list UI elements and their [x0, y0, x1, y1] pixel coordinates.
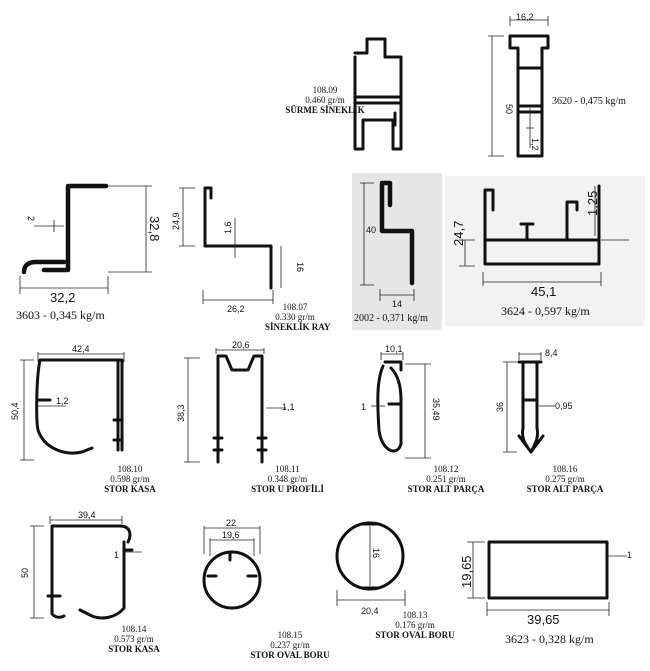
profile-108-15-drawing: 22 19,6 — [202, 518, 262, 610]
profile-108-07-wall-label: 1,6 — [223, 221, 233, 234]
profile-3620-height-label: 50 — [504, 104, 514, 114]
profile-2002-drawing: 40 14 — [360, 180, 415, 309]
profile-2002-label: 2002 - 0,371 kg/m — [354, 313, 428, 324]
profile-108-10: 42,4 50,4 1,2 108.10 0.598 gr/m STOR KAS… — [10, 340, 165, 500]
profile-108-09-drawing — [353, 37, 403, 151]
profile-108-16-drawing: 8,4 36 0,95 — [495, 348, 573, 454]
profile-108-14-wall-label: 1 — [114, 550, 119, 560]
profile-3623: 19,65 39,65 1 3623 - 0,328 kg/m — [455, 506, 645, 668]
profile-108-07-leg-label: 16 — [295, 262, 305, 272]
profile-108-15-code: 108.15 — [277, 630, 303, 640]
profile-108-11-height-label: 38,3 — [176, 404, 186, 422]
profile-108-07-name: SİNEKLİK RAY — [265, 322, 331, 332]
profile-3603-wall-label: 2 — [26, 216, 36, 221]
profile-108-16-wall-label: 0,95 — [555, 401, 573, 411]
profile-108-10-weight: 0.598 gr/m — [110, 474, 150, 484]
profile-108-12-width-label: 10,1 — [385, 344, 403, 354]
profile-108-15-name: STOR OVAL BORU — [250, 650, 330, 660]
profile-108-10-drawing: 42,4 50,4 1,2 — [10, 344, 125, 461]
profile-108-10-width-label: 42,4 — [72, 344, 90, 354]
profile-3620-drawing: 16,2 50 1,2 — [488, 12, 550, 158]
profile-2002-width-label: 14 — [392, 299, 402, 309]
profile-3624-height-label: 24,7 — [451, 221, 466, 246]
profile-108-12-weight: 0.251 gr/m — [426, 474, 466, 484]
profile-108-10-code: 108.10 — [117, 464, 143, 474]
profile-108-13-name: STOR OVAL BORU — [375, 630, 455, 640]
profile-108-07-code: 108.07 — [282, 302, 308, 312]
profile-108-13-weight: 0.176 gr/m — [395, 620, 435, 630]
profile-108-13-code: 108.13 — [402, 610, 428, 620]
profile-108-09: 108.09 0.460 gr/m SÜRME SİNEKLİK — [245, 25, 425, 160]
profile-108-16-width-label: 8,4 — [545, 348, 558, 358]
profile-3624-width-label: 45,1 — [531, 284, 556, 299]
profile-3624-wall-label: 1,25 — [585, 191, 600, 216]
profile-108-10-wall-label: 1,2 — [56, 396, 69, 406]
profile-3620-label: 3620 - 0,475 kg/m — [552, 96, 626, 107]
profile-3624-label: 3624 - 0,597 kg/m — [501, 304, 590, 318]
profile-108-14-height-label: 50 — [20, 568, 30, 578]
profile-108-12-name: STOR ALT PARÇA — [407, 484, 485, 494]
profile-108-12-wall-label: 1 — [361, 402, 366, 412]
profile-108-14-drawing: 39,4 50 1 — [20, 510, 142, 620]
profile-108-10-name: STOR KASA — [104, 484, 156, 494]
profile-108-15-weight: 0.237 gr/m — [270, 640, 310, 650]
profile-3620: 16,2 50 1,2 3620 - 0,475 kg/m — [480, 8, 645, 163]
profile-108-16: 8,4 36 0,95 108.16 0.275 gr/m STOR ALT P… — [495, 340, 645, 500]
profile-108-09-weight: 0.460 gr/m — [305, 95, 345, 105]
profile-3624: 24,7 45,1 1,25 3624 - 0,597 kg/m — [445, 176, 645, 326]
profile-108-16-name: STOR ALT PARÇA — [526, 484, 604, 494]
profile-3623-height-label: 19,65 — [459, 555, 474, 588]
profile-108-07-width-label: 26,2 — [227, 304, 245, 314]
profile-108-16-height-label: 36 — [495, 402, 505, 412]
profile-108-10-height-label: 50,4 — [10, 402, 20, 420]
profile-108-09-code: 108.09 — [312, 85, 338, 95]
profile-108-15-inner-label: 19,6 — [222, 530, 240, 540]
profile-108-12-drawing: 10,1 35,49 1 — [361, 344, 441, 459]
profile-108-14-name: STOR KASA — [108, 644, 160, 654]
profile-2002: 40 14 2002 - 0,371 kg/m — [352, 173, 442, 330]
profile-3620-width-label: 16,2 — [516, 12, 534, 22]
profile-108-13-inner-label: 16 — [371, 548, 381, 558]
profile-108-07-drawing: 24,9 1,6 26,2 16 — [171, 186, 305, 314]
profile-3623-width-label: 39,65 — [527, 612, 560, 627]
profile-108-15: 22 19,6 108.15 0.237 gr/m STOR OVAL BORU — [170, 506, 330, 668]
profile-108-07-height-label: 24,9 — [171, 212, 181, 230]
profile-3603-width-label: 32,2 — [50, 290, 75, 305]
profile-108-12-code: 108.12 — [433, 464, 459, 474]
profile-3603-drawing: 32,8 32,2 2 — [19, 183, 162, 305]
profile-108-07: 24,9 1,6 26,2 16 108.07 0.330 gr/m SİNEK… — [165, 178, 331, 333]
profile-108-12-height-label: 35,49 — [431, 398, 441, 421]
profile-108-16-weight: 0.275 gr/m — [545, 474, 585, 484]
profile-108-09-name: SÜRME SİNEKLİK — [285, 105, 365, 115]
profile-108-13-outer-label: 20,4 — [361, 606, 379, 616]
profile-108-14: 39,4 50 1 108.14 0.573 gr/m STOR KASA — [20, 506, 165, 668]
profile-3603: 32,8 32,2 2 3603 - 0,345 kg/m — [6, 176, 162, 328]
profile-108-11-width-label: 20,6 — [232, 340, 250, 350]
profile-108-13-drawing: 16 20,4 — [335, 521, 406, 616]
profile-108-16-code: 108.16 — [552, 464, 578, 474]
profile-108-15-outer-label: 22 — [226, 518, 236, 528]
profile-108-11: 20,6 38,3 1,1 108.11 0.348 gr/m STOR U P… — [170, 340, 335, 500]
profile-3623-label: 3623 - 0,328 kg/m — [505, 632, 594, 646]
profile-2002-height-label: 40 — [366, 225, 376, 235]
profile-108-11-drawing: 20,6 38,3 1,1 — [176, 340, 295, 464]
profile-108-07-weight: 0.330 gr/m — [275, 312, 315, 322]
profile-3623-wall-label: 1 — [627, 550, 632, 560]
profile-3624-drawing: 24,7 45,1 1,25 — [451, 184, 629, 299]
profile-108-11-weight: 0.348 gr/m — [267, 474, 308, 484]
profile-108-12: 10,1 35,49 1 108.12 0.251 gr/m STOR ALT … — [345, 340, 495, 500]
profile-108-14-code: 108.14 — [121, 624, 147, 634]
profile-3603-height-label: 32,8 — [147, 216, 162, 241]
profile-3623-drawing: 19,65 39,65 1 — [459, 540, 632, 627]
profile-3603-label: 3603 - 0,345 kg/m — [16, 308, 105, 322]
profile-108-11-name: STOR U PROFİLİ — [251, 484, 324, 494]
profile-108-11-code: 108.11 — [275, 464, 300, 474]
profile-108-14-weight: 0.573 gr/m — [114, 634, 154, 644]
profile-108-11-wall-label: 1,1 — [282, 402, 295, 412]
profile-108-13: 16 20,4 108.13 0.176 gr/m STOR OVAL BORU — [325, 506, 465, 668]
profile-108-14-width-label: 39,4 — [78, 510, 96, 520]
profile-3620-wall-label: 1,2 — [530, 138, 540, 151]
